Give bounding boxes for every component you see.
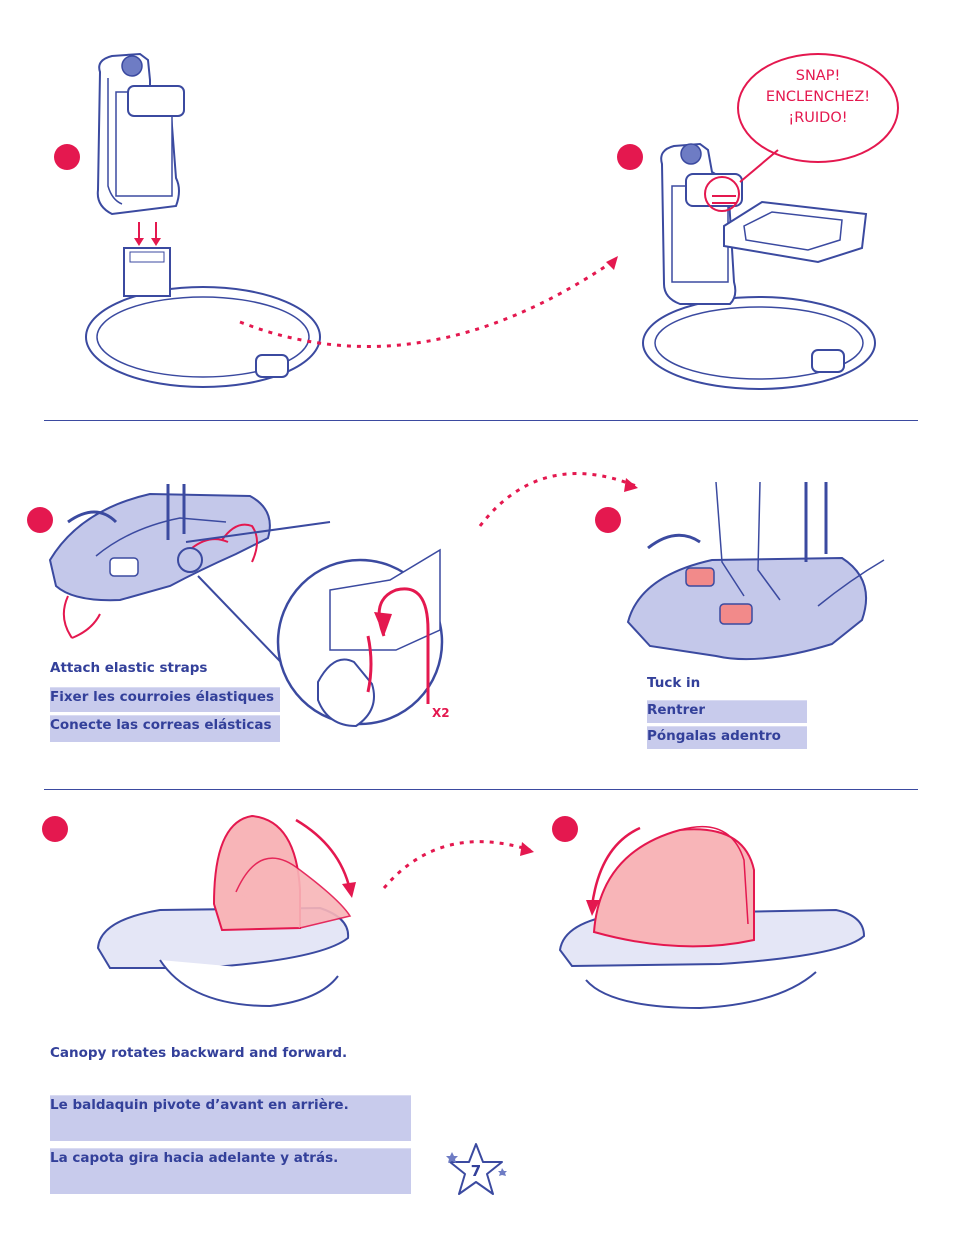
step-marker-6: [552, 816, 578, 842]
section-divider-2: [44, 789, 918, 790]
tuck-in-band-es: Póngalas adentro: [647, 726, 807, 749]
canopy-caption-es: La capota gira hacia adelante y atrás.: [50, 1150, 339, 1166]
bubble-line-3: ¡RUIDO!: [788, 110, 848, 126]
page-number: 7: [470, 1162, 482, 1180]
snap-speech-bubble: SNAP! ENCLENCHEZ! ¡RUIDO!: [738, 66, 898, 129]
attach-straps-band-fr: Fixer les courroies élastiques: [50, 687, 280, 712]
tuck-in-caption-fr: Rentrer: [647, 702, 706, 718]
canopy-band-fr: Le baldaquin pivote d’avant en arrière.: [50, 1095, 411, 1141]
step-marker-2: [617, 144, 643, 170]
bubble-line-2: ENCLENCHEZ!: [765, 89, 871, 105]
step-marker-4: [595, 507, 621, 533]
step-marker-5: [42, 816, 68, 842]
canopy-band-es: La capota gira hacia adelante y atrás.: [50, 1148, 411, 1194]
canopy-rotation-illustration: [96, 814, 866, 1010]
repeat-count-label: X2: [432, 706, 450, 720]
step-marker-3: [27, 507, 53, 533]
tuck-in-band-fr: Rentrer: [647, 700, 807, 723]
attach-straps-band-es: Conecte las correas elásticas: [50, 715, 280, 742]
section-divider-1: [44, 420, 918, 421]
elastic-straps-illustration: [48, 472, 885, 728]
tuck-in-caption-en: Tuck in: [647, 675, 701, 691]
step-marker-1: [54, 144, 80, 170]
frame-onto-base-illustration: [85, 52, 899, 390]
attach-straps-caption-es: Conecte las correas elásticas: [50, 717, 272, 733]
attach-straps-caption-en: Attach elastic straps: [50, 660, 208, 676]
page-star-icon: [446, 1143, 507, 1195]
canopy-caption-en: Canopy rotates backward and forward.: [50, 1045, 348, 1061]
canopy-caption-fr: Le baldaquin pivote d’avant en arrière.: [50, 1097, 349, 1113]
bubble-line-1: SNAP!: [795, 68, 841, 84]
tuck-in-caption-es: Póngalas adentro: [647, 728, 781, 744]
attach-straps-caption-fr: Fixer les courroies élastiques: [50, 689, 275, 705]
